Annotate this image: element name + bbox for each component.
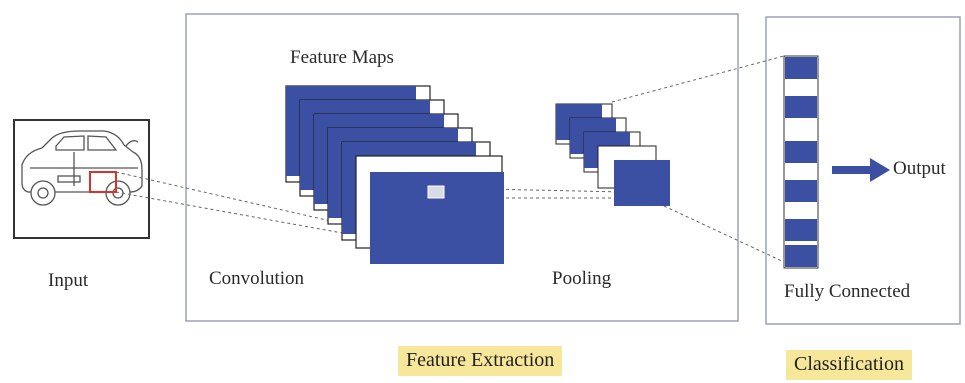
output-label: Output xyxy=(893,158,946,179)
output-arrow-icon xyxy=(832,158,890,182)
feature-maps-stack xyxy=(285,85,504,264)
fc-neuron xyxy=(785,180,817,202)
pooling-stack xyxy=(555,103,670,206)
feature-extraction-tag: Feature Extraction xyxy=(398,346,563,376)
fc-neuron xyxy=(785,245,817,267)
pool-map-front xyxy=(614,160,670,206)
classification-panel xyxy=(765,16,961,325)
input-image xyxy=(13,119,150,239)
fc-neuron xyxy=(785,219,817,241)
kernel-patch xyxy=(427,185,445,199)
fully-connected-label: Fully Connected xyxy=(784,281,911,302)
feature-maps-label: Feature Maps xyxy=(290,47,394,68)
receptive-field-box xyxy=(89,171,117,193)
classification-tag: Classification xyxy=(786,350,912,380)
feature-extraction-panel xyxy=(185,13,739,322)
fc-neuron xyxy=(785,57,817,79)
convolution-label: Convolution xyxy=(209,268,305,289)
car-drawing xyxy=(21,130,143,206)
input-label: Input xyxy=(48,270,89,291)
fc-neuron xyxy=(785,96,817,118)
fully-connected-layer xyxy=(783,55,819,269)
fc-neuron xyxy=(785,141,817,163)
pooling-label: Pooling xyxy=(552,268,612,289)
